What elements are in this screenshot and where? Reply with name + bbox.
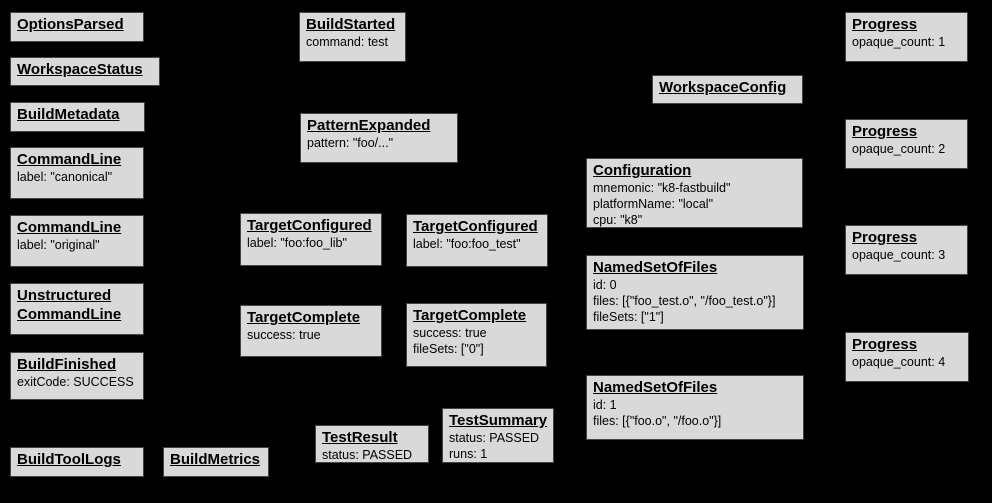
node-test-result: TestResult status: PASSED [315, 425, 429, 463]
node-attribute-line: success: true [413, 326, 487, 340]
node-target-complete-lib: TargetComplete success: true [240, 305, 382, 357]
node-title: WorkspaceStatus [17, 61, 143, 78]
node-title: WorkspaceConfig [659, 79, 787, 96]
node-attribute-line: label: "canonical" [17, 170, 113, 184]
node-attribute-line: platformName: "local" [593, 197, 714, 211]
node-attribute-line: command: test [306, 35, 388, 49]
node-unstructured-command-line: Unstructured CommandLine [10, 283, 144, 335]
node-title: CommandLine [17, 151, 122, 168]
node-title: Progress [852, 336, 918, 353]
node-title: BuildStarted [306, 16, 396, 33]
node-attribute-line: status: PASSED [322, 448, 413, 462]
node-attribute-line: files: [{"foo_test.o", "/foo_test.o"}] [593, 294, 776, 308]
node-attribute-line: mnemonic: "k8-fastbuild" [593, 181, 731, 195]
node-progress-3: Progress opaque_count: 3 [845, 225, 968, 275]
node-attribute-line: label: "original" [17, 238, 100, 252]
node-attribute-line: opaque_count: 3 [852, 248, 946, 262]
node-title: TargetConfigured [247, 217, 372, 234]
node-pattern-expanded: PatternExpanded pattern: "foo/..." [300, 113, 458, 163]
node-attribute-line: pattern: "foo/..." [307, 136, 394, 150]
node-title: PatternExpanded [307, 117, 431, 134]
node-target-complete-test: TargetComplete success: true fileSets: ["0… [406, 303, 547, 367]
node-title: BuildMetadata [17, 106, 120, 123]
node-title: OptionsParsed [17, 16, 124, 33]
node-title: BuildFinished [17, 356, 117, 373]
node-build-finished: BuildFinished exitCode: SUCCESS [10, 352, 144, 400]
node-title: BuildToolLogs [17, 451, 121, 468]
node-build-started: BuildStarted command: test [299, 12, 406, 62]
node-title: CommandLine [17, 219, 122, 236]
node-options-parsed: OptionsParsed [10, 12, 144, 42]
node-title: NamedSetOfFiles [593, 259, 718, 276]
node-build-tool-logs: BuildToolLogs [10, 447, 144, 477]
node-target-configured-foo-test: TargetConfigured label: "foo:foo_test" [406, 214, 548, 267]
node-configuration: Configuration mnemonic: "k8-fastbuild" pla… [586, 158, 803, 228]
node-command-line-canonical: CommandLine label: "canonical" [10, 147, 144, 199]
node-progress-1: Progress opaque_count: 1 [845, 12, 968, 62]
node-title: TestSummary [449, 412, 548, 429]
node-attribute-line: runs: 1 [449, 447, 488, 461]
node-title: BuildMetrics [170, 451, 261, 468]
node-build-metrics: BuildMetrics [163, 447, 269, 477]
node-attribute-line: fileSets: ["0"] [413, 342, 484, 356]
node-workspace-config: WorkspaceConfig [652, 75, 803, 104]
node-named-set-of-files-0: NamedSetOfFiles id: 0 files: [{"foo_test.o… [586, 255, 804, 330]
node-title: NamedSetOfFiles [593, 379, 718, 396]
node-title: Progress [852, 229, 918, 246]
node-attribute-line: success: true [247, 328, 321, 342]
node-progress-2: Progress opaque_count: 2 [845, 119, 968, 169]
node-title: Progress [852, 123, 918, 140]
node-workspace-status: WorkspaceStatus [10, 57, 160, 86]
node-attribute-line: status: PASSED [449, 431, 540, 445]
node-title: TargetConfigured [413, 218, 538, 235]
node-title: Unstructured CommandLine [17, 287, 122, 323]
node-title: TargetComplete [247, 309, 361, 326]
node-title: Progress [852, 16, 918, 33]
node-attribute-line: label: "foo:foo_lib" [247, 236, 347, 250]
node-progress-4: Progress opaque_count: 4 [845, 332, 969, 382]
node-title: Configuration [593, 162, 692, 179]
node-attribute-line: id: 0 [593, 278, 617, 292]
node-attribute-line: exitCode: SUCCESS [17, 375, 134, 389]
node-attribute-line: id: 1 [593, 398, 617, 412]
node-attribute-line: opaque_count: 1 [852, 35, 946, 49]
node-attribute-line: cpu: "k8" [593, 213, 643, 227]
node-target-configured-foo-lib: TargetConfigured label: "foo:foo_lib" [240, 213, 382, 266]
node-attribute-line: label: "foo:foo_test" [413, 237, 521, 251]
node-named-set-of-files-1: NamedSetOfFiles id: 1 files: [{"foo.o", "/… [586, 375, 804, 440]
node-test-summary: TestSummary status: PASSED runs: 1 [442, 408, 554, 463]
node-attribute-line: files: [{"foo.o", "/foo.o"}] [593, 414, 722, 428]
node-attribute-line: opaque_count: 2 [852, 142, 946, 156]
node-title: TargetComplete [413, 307, 527, 324]
node-attribute-line: fileSets: ["1"] [593, 310, 664, 324]
node-title: TestResult [322, 429, 398, 446]
node-attribute-line: opaque_count: 4 [852, 355, 946, 369]
node-build-metadata: BuildMetadata [10, 102, 145, 132]
node-command-line-original: CommandLine label: "original" [10, 215, 144, 267]
